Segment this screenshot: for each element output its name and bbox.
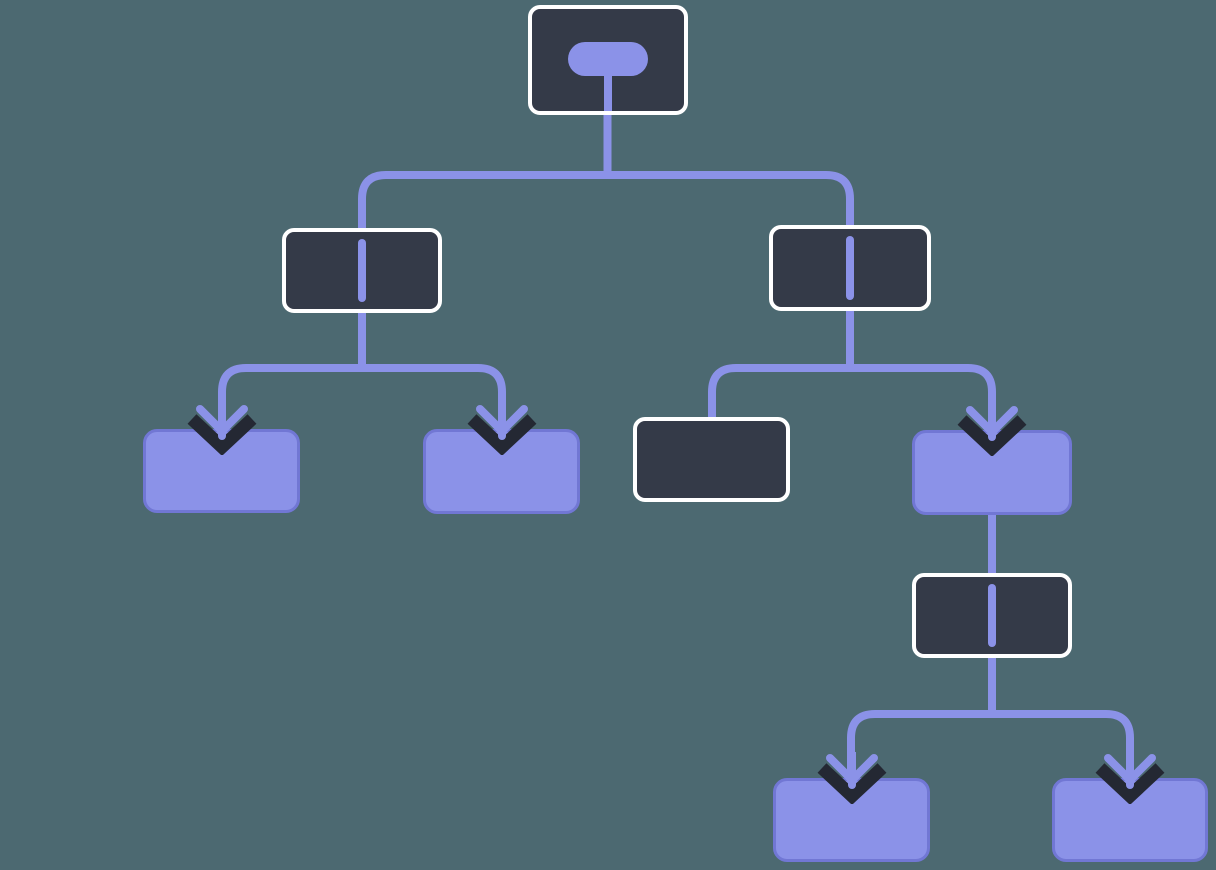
leaf-node-3[interactable] [912, 430, 1072, 515]
leaf-node-2[interactable] [423, 429, 580, 514]
placeholder-bar [358, 239, 366, 302]
branch-node-right[interactable] [769, 225, 931, 311]
edge-bottom-branch [847, 710, 1134, 778]
placeholder-bar [846, 236, 854, 300]
leaf-node-5[interactable] [1052, 778, 1208, 862]
leaf-node-4[interactable] [773, 778, 930, 862]
branch-node-lower[interactable] [912, 573, 1072, 658]
edge-left-branch [218, 364, 506, 429]
edge-root-branch [358, 171, 854, 230]
edge-right-branch [708, 364, 996, 430]
placeholder-pill [568, 42, 648, 76]
placeholder-bar [988, 584, 996, 647]
leaf-node-1[interactable] [143, 429, 300, 513]
pill-stem [604, 74, 612, 111]
root-node[interactable] [528, 5, 688, 115]
dark-leaf-node[interactable] [633, 417, 790, 502]
branch-node-left[interactable] [282, 228, 442, 313]
